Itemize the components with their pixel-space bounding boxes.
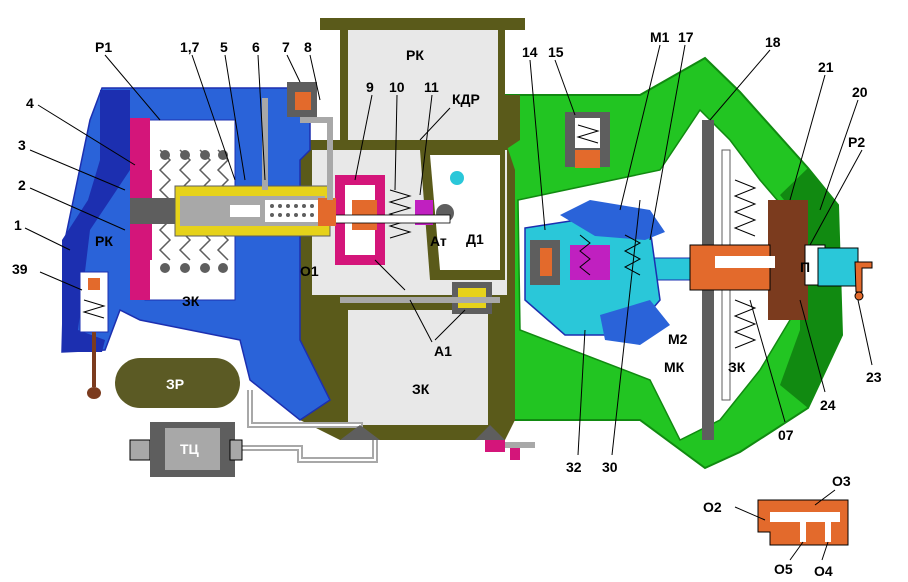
left-plunger-rod (130, 185, 336, 237)
label-1: 1 (14, 217, 22, 233)
label-zk-mid: ЗК (412, 381, 430, 397)
label-21: 21 (818, 59, 834, 75)
label-zr: ЗР (166, 376, 184, 392)
label-tc: ТЦ (180, 441, 200, 457)
top-check-valve (565, 112, 610, 168)
label-14: 14 (522, 44, 538, 60)
label-10: 10 (389, 79, 405, 95)
reservoir-zr (115, 358, 240, 408)
label-24: 24 (820, 397, 836, 413)
label-18: 18 (765, 34, 781, 50)
label-15: 15 (548, 44, 564, 60)
label-9: 9 (366, 79, 374, 95)
label-kdr: КДР (452, 91, 480, 107)
label-zk-left: ЗК (182, 293, 200, 309)
brake-cylinder-tc (129, 422, 243, 477)
label-o3: О3 (832, 473, 851, 489)
label-m2: М2 (668, 331, 688, 347)
label-5: 5 (220, 39, 228, 55)
label-m1: М1 (650, 29, 670, 45)
label-at: Ат (430, 233, 447, 249)
label-2: 2 (18, 177, 26, 193)
label-6: 6 (252, 39, 260, 55)
label-4: 4 (26, 95, 34, 111)
label-32: 32 (566, 459, 582, 475)
valve-39 (79, 271, 109, 399)
label-o5: О5 (774, 561, 793, 577)
olive-middle-body (300, 18, 525, 440)
label-30: 30 (602, 459, 618, 475)
label-7: 7 (282, 39, 290, 55)
label-o4: О4 (814, 563, 833, 579)
label-07: 07 (778, 427, 794, 443)
filters (340, 425, 505, 440)
label-1-7: 1,7 (180, 39, 200, 55)
label-3: 3 (18, 137, 26, 153)
label-p2: Р2 (848, 134, 865, 150)
label-d1: Д1 (466, 231, 484, 247)
label-zk-right: ЗК (728, 359, 746, 375)
label-mk: МК (664, 359, 685, 375)
label-23: 23 (866, 369, 882, 385)
label-rk-top: РК (406, 47, 424, 63)
cyan-indicator-dot (450, 171, 464, 185)
label-39: 39 (12, 261, 28, 277)
label-p: П (800, 259, 810, 275)
label-17: 17 (678, 29, 694, 45)
label-o1: О1 (300, 263, 319, 279)
label-8: 8 (304, 39, 312, 55)
plunger-detail (757, 499, 849, 546)
inner-blue-block (524, 200, 670, 345)
labels: Р1 1,7 5 6 7 8 РК 9 10 11 КДР 14 15 М1 1… (12, 29, 882, 579)
leader-lines (24, 44, 873, 561)
label-p1: Р1 (95, 39, 112, 55)
label-11: 11 (424, 79, 439, 95)
label-a1: А1 (434, 343, 452, 359)
valve-7 (287, 82, 317, 117)
label-20: 20 (852, 84, 868, 100)
right-piston (768, 200, 873, 320)
drain-valve (485, 440, 535, 460)
label-o2: О2 (703, 499, 722, 515)
label-rk-left: РК (95, 233, 113, 249)
valve-9 (309, 175, 451, 265)
